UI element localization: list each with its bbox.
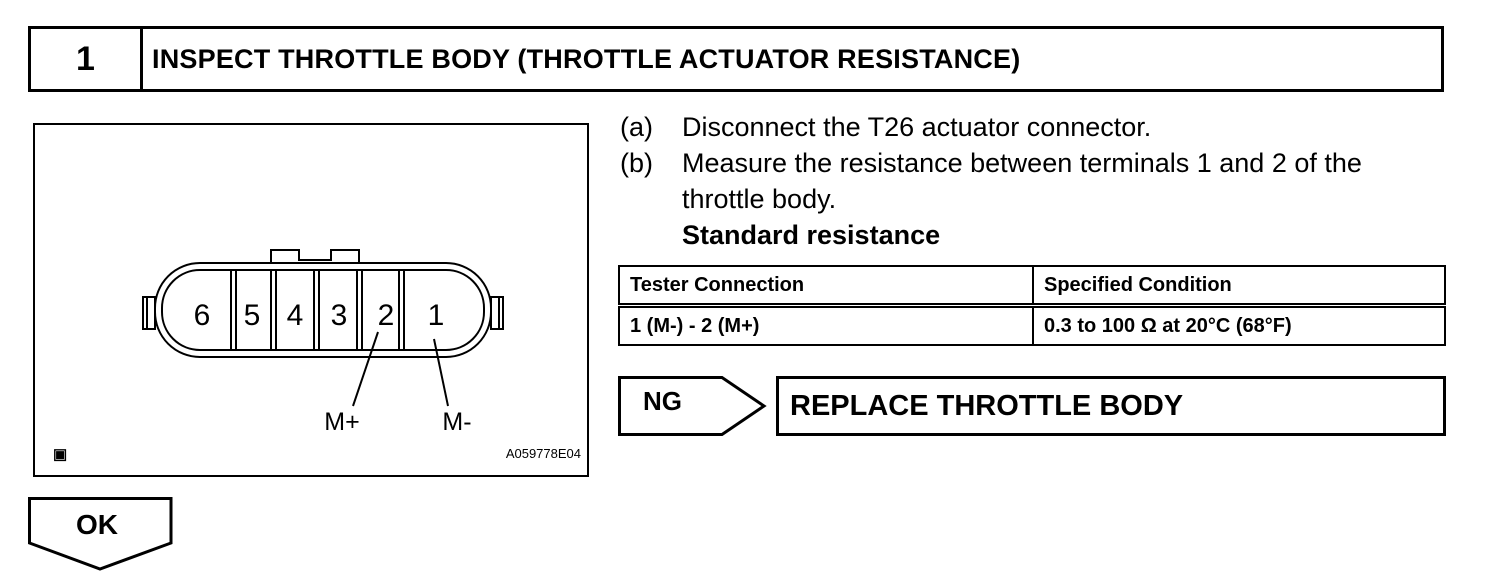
instruction-a-tag: (a) xyxy=(620,112,653,142)
ok-arrow-shape xyxy=(28,497,173,571)
illustration-mark-icon: ▣ xyxy=(53,446,68,463)
ng-arrow-shape xyxy=(618,376,767,436)
instruction-b-line-1: Measure the resistance between terminals… xyxy=(682,148,1362,178)
instruction-a-text: Disconnect the T26 actuator connector. xyxy=(682,112,1152,142)
connector-left-tab xyxy=(142,296,156,330)
cell-tester-connection: 1 (M-) - 2 (M+) xyxy=(618,304,1034,346)
ng-label: NG xyxy=(643,386,682,416)
ng-action-text: REPLACE THROTTLE BODY xyxy=(790,389,1184,422)
table-row: 1 (M-) - 2 (M+) 0.3 to 100 Ω at 20°C (68… xyxy=(618,304,1446,346)
terminal-1: 1 xyxy=(428,299,445,332)
cell-specified-condition: 0.3 to 100 Ω at 20°C (68°F) xyxy=(1032,304,1446,346)
terminal-2: 2 xyxy=(378,299,395,332)
terminal-3: 3 xyxy=(331,299,348,332)
terminal-4: 4 xyxy=(287,299,304,332)
m-plus-label: M+ xyxy=(324,408,359,436)
ok-label: OK xyxy=(76,509,118,540)
connector-figure: 6 5 4 3 2 1 M+ M- ▣ A059778E04 xyxy=(33,123,589,477)
m-plus-leader xyxy=(352,331,379,407)
header-tester-connection: Tester Connection xyxy=(618,265,1034,308)
connector-right-tab xyxy=(490,296,504,330)
step-title: INSPECT THROTTLE BODY (THROTTLE ACTUATOR… xyxy=(152,43,1021,74)
spec-table: Tester Connection Specified Condition 1 … xyxy=(618,265,1446,346)
terminal-5: 5 xyxy=(244,299,261,332)
step-header: 1 INSPECT THROTTLE BODY (THROTTLE ACTUAT… xyxy=(28,26,1444,92)
figure-id: A059778E04 xyxy=(505,446,581,461)
ng-action-box: REPLACE THROTTLE BODY xyxy=(776,376,1446,436)
standard-resistance-label: Standard resistance xyxy=(682,220,941,250)
m-minus-label: M- xyxy=(442,408,471,436)
instruction-b-line-2: throttle body. xyxy=(682,184,837,214)
step-number: 1 xyxy=(31,29,143,89)
connector-latch xyxy=(270,249,360,263)
spec-table-header: Tester Connection Specified Condition xyxy=(618,265,1446,308)
header-specified-condition: Specified Condition xyxy=(1032,265,1446,308)
connector-diagram: 6 5 4 3 2 1 M+ M- xyxy=(142,249,504,436)
terminal-6: 6 xyxy=(194,299,211,332)
instruction-b-tag: (b) xyxy=(620,148,653,178)
m-minus-leader xyxy=(433,338,449,407)
connector-inner-shell xyxy=(161,269,485,351)
